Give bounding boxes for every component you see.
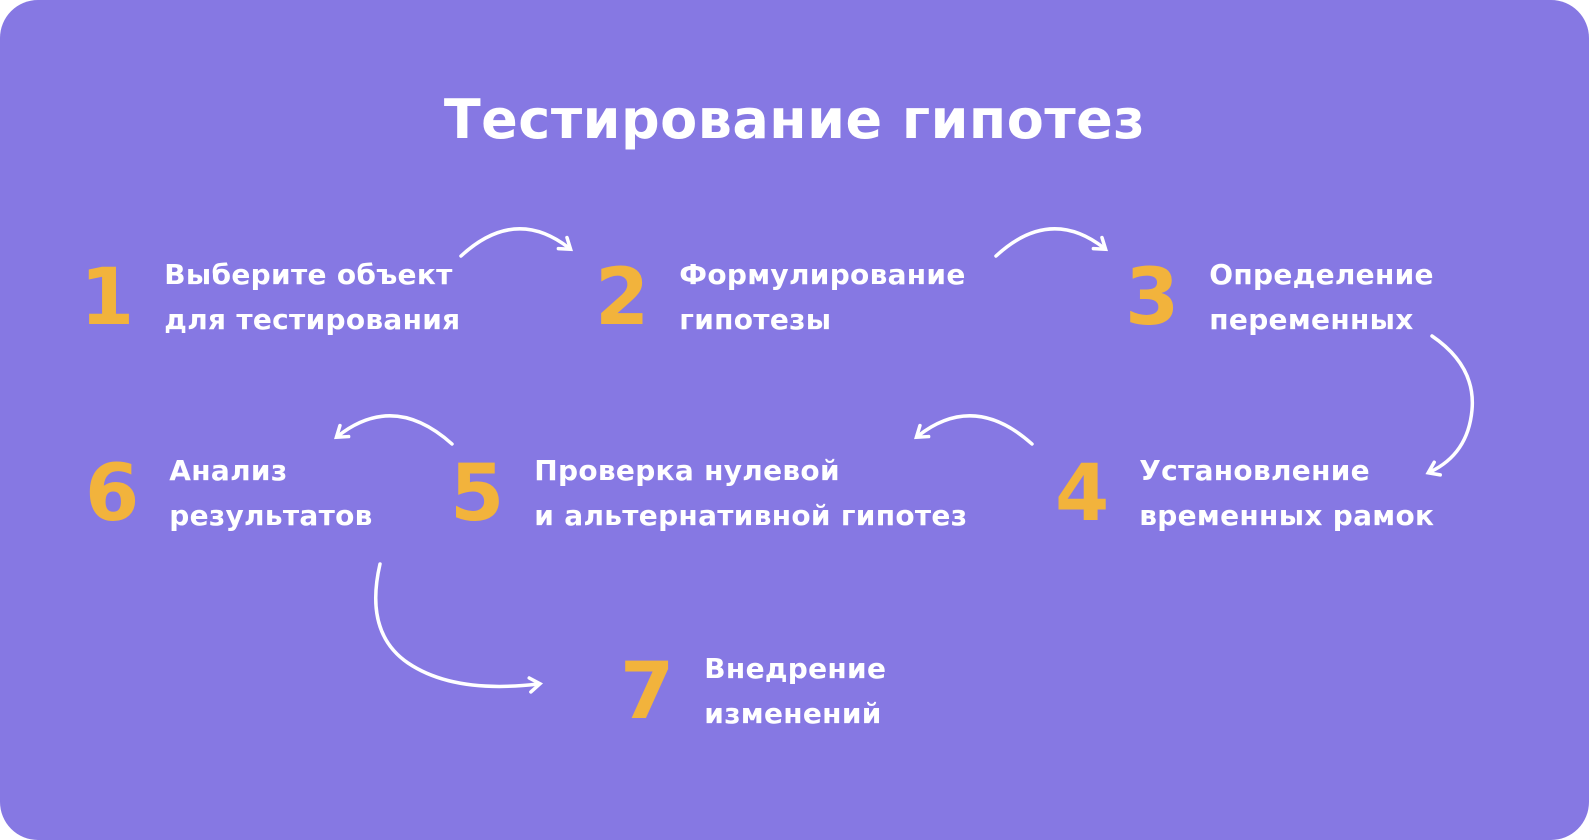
- arrow-step6-to-step7-icon: [366, 558, 561, 707]
- step-7-label: Внедрение изменений: [704, 652, 887, 730]
- step-5-label: Проверка нулевой и альтернативной гипоте…: [534, 454, 968, 532]
- arrow-step4-to-step5-icon: [908, 398, 1038, 457]
- step-4: 4 Установление временных рамок: [1055, 449, 1434, 539]
- step-6-label: Анализ результатов: [169, 454, 373, 532]
- step-3-label: Определение переменных: [1209, 258, 1434, 336]
- arrow-step2-to-step3-icon: [990, 210, 1115, 269]
- step-5: 5 Проверка нулевой и альтернативной гипо…: [450, 449, 967, 539]
- arrow-step3-to-step4-icon: [1418, 332, 1490, 488]
- step-7: 7 Внедрение изменений: [620, 647, 886, 737]
- arrow-step1-to-step2-icon: [455, 210, 580, 269]
- step-2-label: Формулирование гипотезы: [679, 258, 966, 336]
- page-title: Тестирование гипотез: [443, 88, 1146, 151]
- step-2: 2 Формулирование гипотезы: [595, 253, 966, 343]
- step-1: 1 Выберите объект для тестирования: [80, 253, 460, 343]
- step-7-number: 7: [620, 647, 675, 737]
- step-2-number: 2: [595, 253, 650, 343]
- step-6: 6 Анализ результатов: [85, 449, 373, 539]
- step-3-number: 3: [1125, 253, 1180, 343]
- step-3: 3 Определение переменных: [1125, 253, 1434, 343]
- step-1-label: Выберите объект для тестирования: [164, 258, 461, 336]
- step-6-number: 6: [85, 449, 140, 539]
- step-4-label: Установление временных рамок: [1139, 454, 1435, 532]
- step-1-number: 1: [80, 253, 135, 343]
- arrow-step5-to-step6-icon: [328, 398, 458, 457]
- step-4-number: 4: [1055, 449, 1110, 539]
- step-5-number: 5: [450, 449, 505, 539]
